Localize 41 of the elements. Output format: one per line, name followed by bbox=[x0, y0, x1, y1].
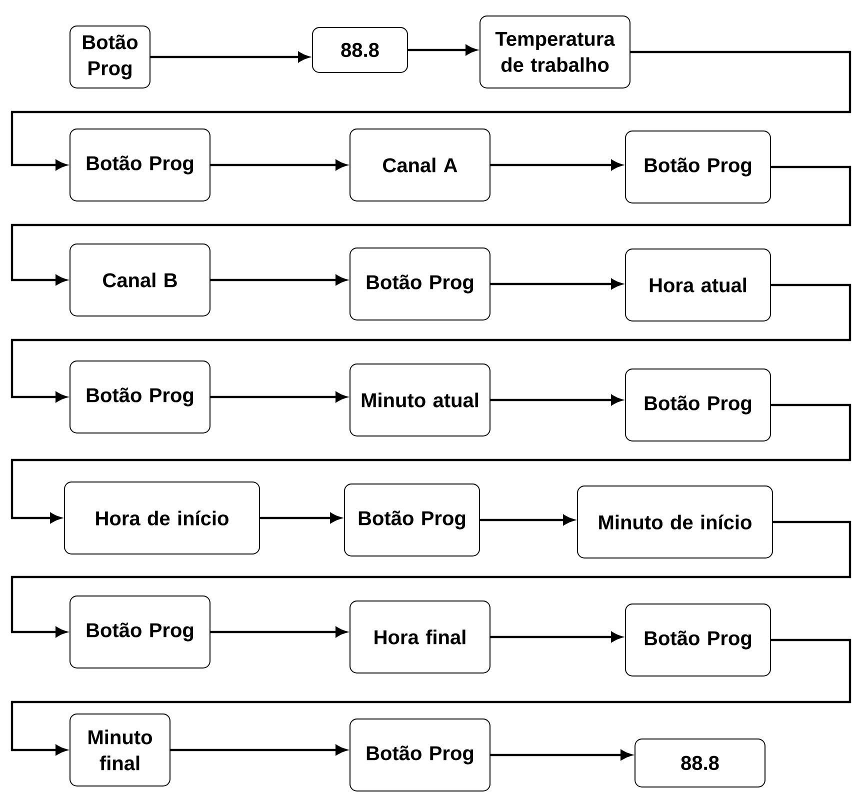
arrow bbox=[490, 278, 622, 290]
arrow bbox=[150, 52, 310, 62]
arrow bbox=[10, 520, 852, 638]
step-box: Botão Prog bbox=[625, 368, 771, 442]
step-box: Canal B bbox=[70, 244, 210, 316]
arrow bbox=[210, 160, 347, 170]
step-box: Botão Prog bbox=[70, 128, 210, 202]
step-box: 88.8 bbox=[312, 27, 408, 73]
arrow bbox=[210, 626, 347, 638]
step-box: Hora final bbox=[350, 600, 490, 674]
step-box: Minuto final bbox=[70, 714, 170, 786]
arrow bbox=[490, 632, 622, 642]
step-box: Botão Prog bbox=[70, 360, 210, 434]
step-box: Canal A bbox=[350, 128, 490, 202]
arrow bbox=[10, 638, 852, 756]
arrow bbox=[10, 284, 852, 402]
step-box: Botão Prog bbox=[350, 248, 490, 320]
arrow bbox=[490, 750, 632, 760]
arrow bbox=[260, 512, 342, 524]
step-box: Minuto de início bbox=[577, 486, 773, 558]
arrow bbox=[170, 744, 347, 756]
step-box: Hora atual bbox=[625, 248, 771, 322]
step-box: Botão Prog bbox=[70, 26, 150, 88]
step-box: Botão Prog bbox=[350, 718, 490, 792]
step-box: Botão Prog bbox=[70, 596, 210, 668]
arrow bbox=[490, 394, 622, 406]
arrow bbox=[10, 166, 852, 286]
arrow bbox=[10, 50, 852, 170]
step-box: Minuto atual bbox=[350, 364, 490, 436]
arrow bbox=[210, 392, 347, 402]
step-box: Botão Prog bbox=[625, 130, 771, 204]
arrow bbox=[480, 514, 574, 526]
step-box: 88.8 bbox=[634, 738, 766, 788]
arrow bbox=[210, 274, 347, 286]
step-box: Temperatura de trabalho bbox=[480, 16, 630, 88]
step-box: Hora de início bbox=[64, 482, 260, 554]
arrow bbox=[490, 160, 622, 170]
arrow bbox=[408, 44, 477, 56]
arrow bbox=[10, 404, 852, 524]
step-box: Botão Prog bbox=[344, 484, 480, 556]
step-box: Botão Prog bbox=[625, 604, 771, 676]
